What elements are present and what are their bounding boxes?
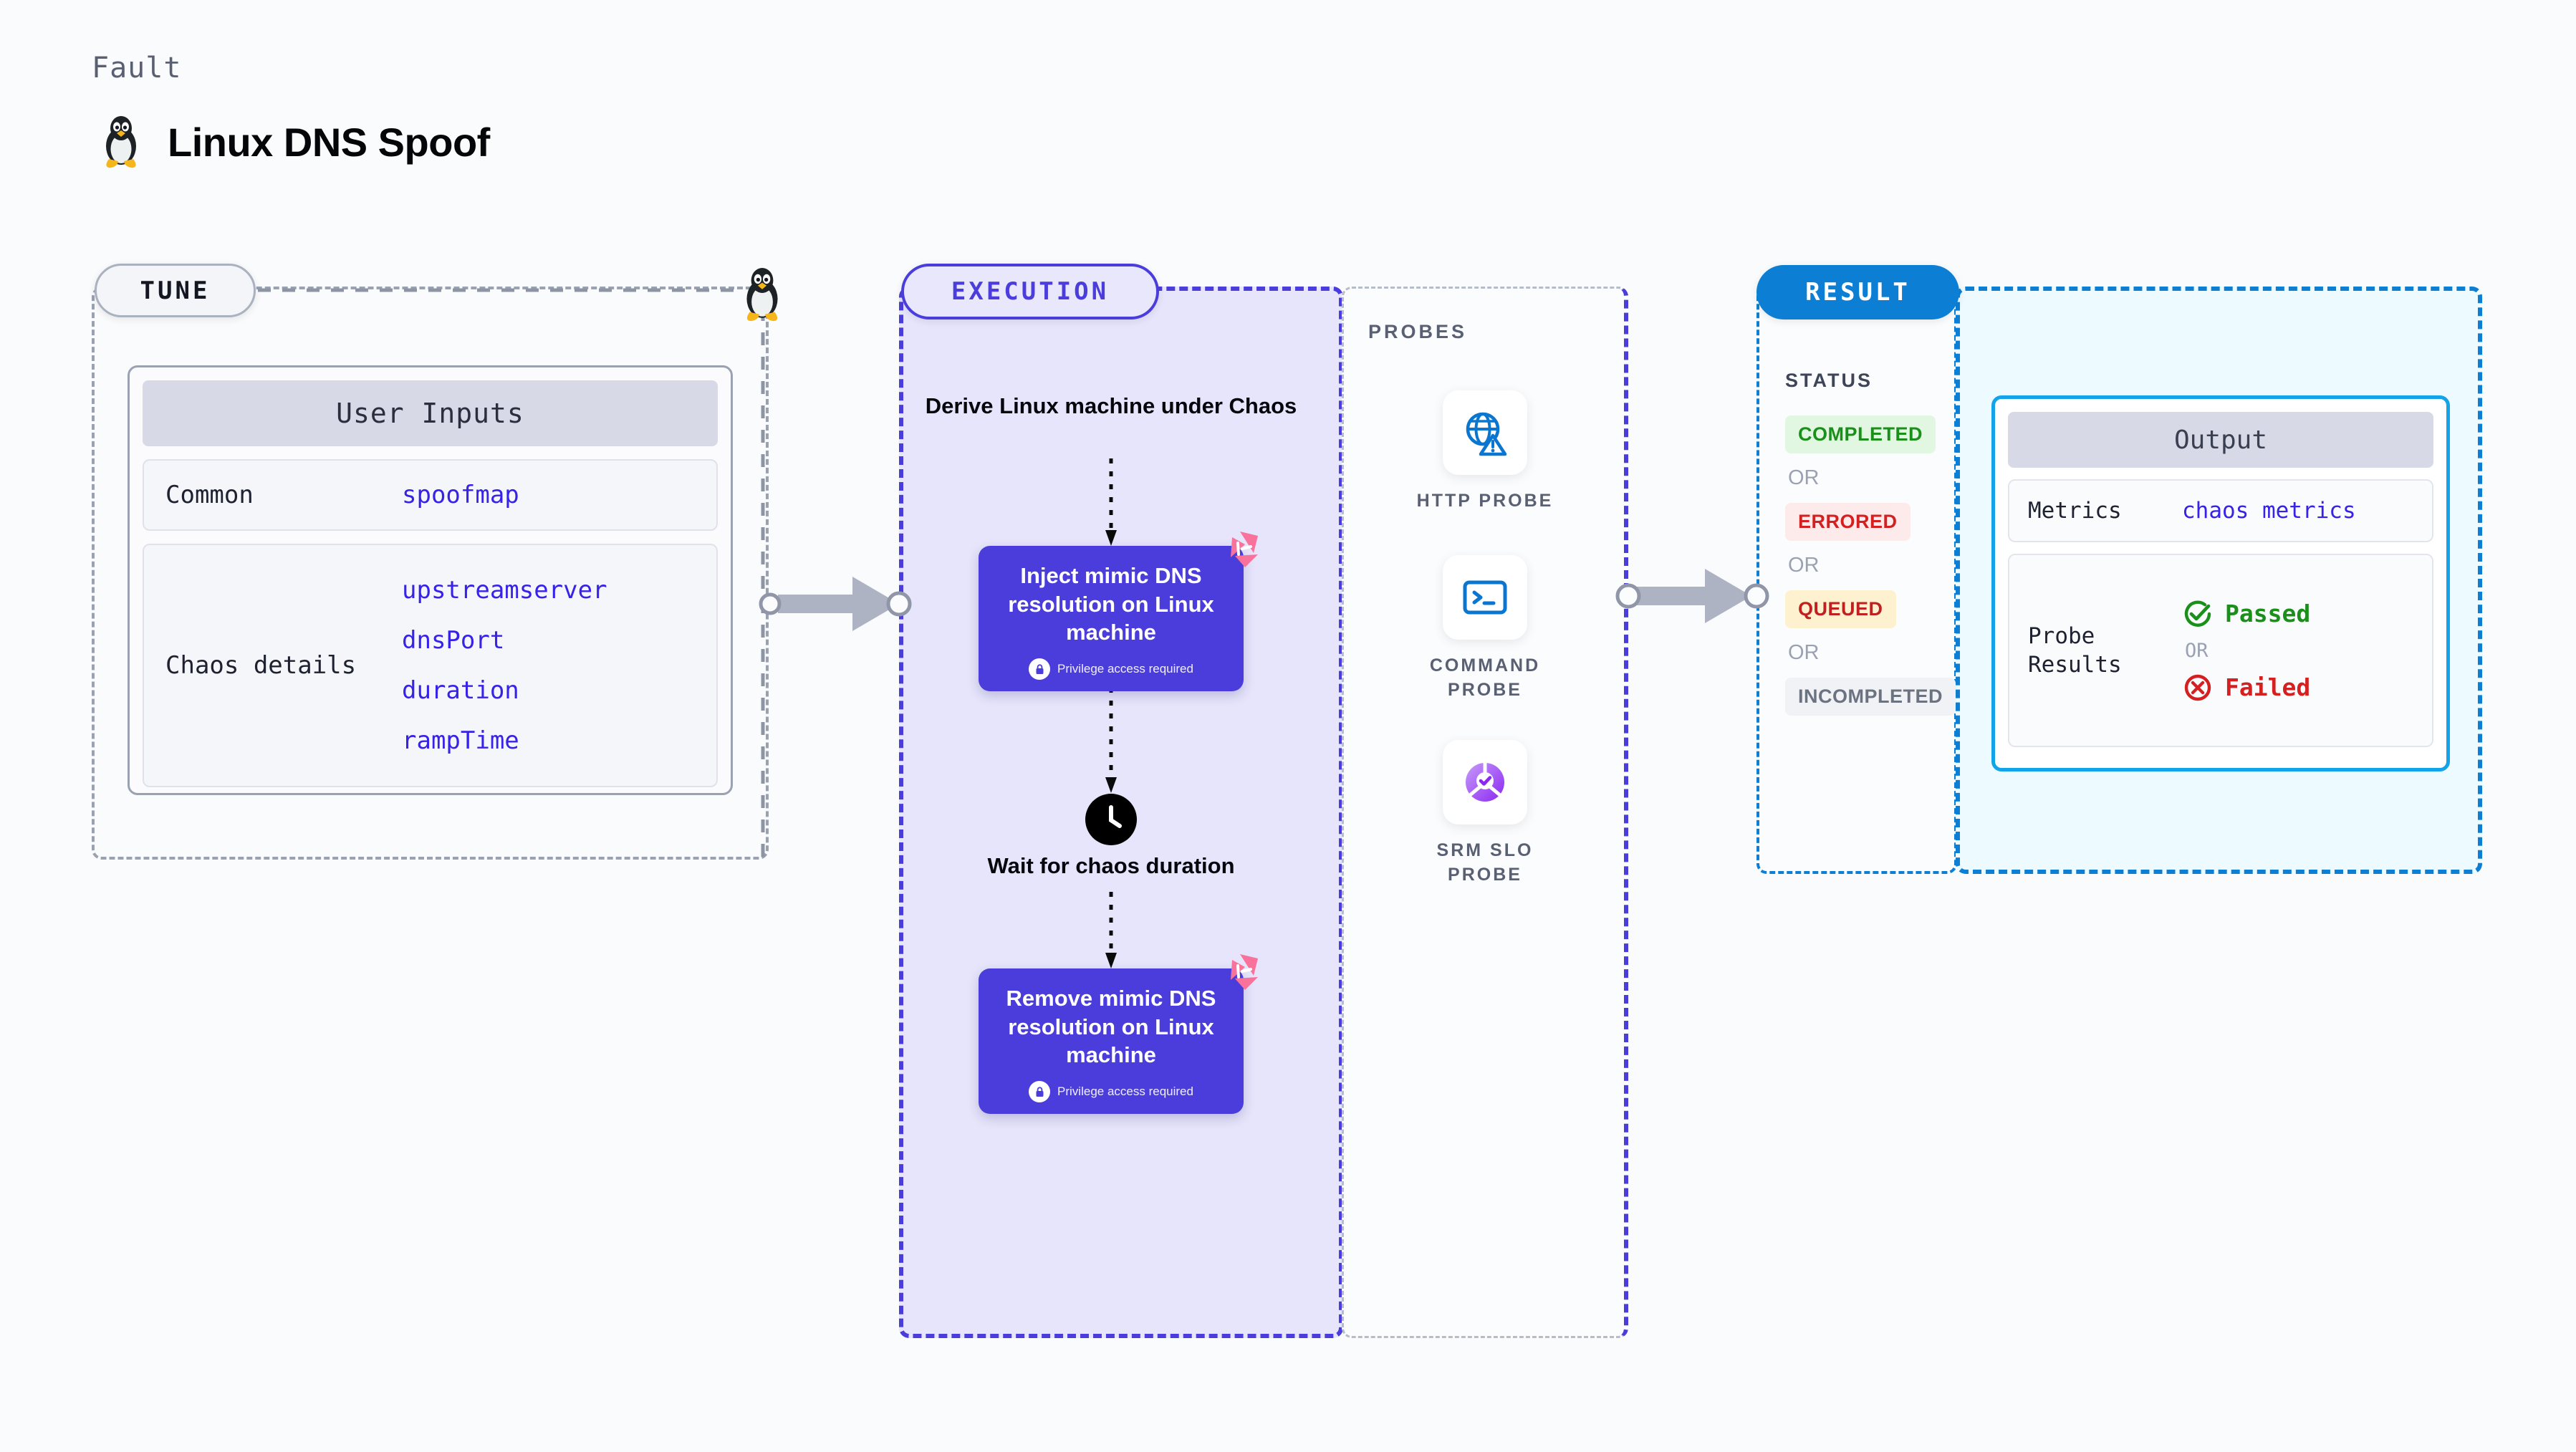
linux-tux-connector-icon [739, 266, 785, 322]
probe-command[interactable]: COMMAND PROBE [1399, 555, 1571, 703]
tune-row-label: Chaos details [165, 651, 357, 680]
or-label: OR [1788, 466, 1820, 489]
tune-param[interactable]: spoofmap [402, 481, 519, 509]
status-badge-completed: COMPLETED [1785, 415, 1936, 453]
status-label: STATUS [1785, 370, 1873, 391]
output-title: Output [2008, 412, 2433, 468]
tune-param[interactable]: upstreamserver [402, 576, 607, 605]
tune-row-common: Common spoofmap [143, 459, 718, 531]
node-title: Inject mimic DNS resolution on Linux mac… [1008, 563, 1214, 645]
metrics-value[interactable]: chaos metrics [2182, 498, 2356, 524]
metrics-label: Metrics [2028, 498, 2122, 524]
probe-results-label: Probe Results [2028, 623, 2122, 678]
lock-icon [1029, 658, 1051, 681]
privilege-badge-text: Privilege access required [1057, 1085, 1193, 1099]
linux-tux-icon [99, 115, 143, 169]
probe-result-failed: Failed [2182, 672, 2310, 703]
clock-icon [1085, 794, 1137, 845]
probe-srm-slo[interactable]: SRM SLO PROBE [1399, 740, 1571, 888]
stage-pill-result[interactable]: RESULT [1756, 265, 1959, 319]
status-badge-errored: ERRORED [1785, 503, 1911, 541]
tune-row-label: Common [165, 481, 254, 509]
output-row-probe-results: Probe Results Passed OR [2008, 554, 2433, 748]
arrow-probes-to-result [1615, 569, 1769, 623]
user-inputs-card: User Inputs Common spoofmap Chaos detail… [128, 365, 733, 795]
wait-duration-text: Wait for chaos duration [987, 853, 1235, 878]
stage-pill-execution[interactable]: EXECUTION [901, 264, 1159, 319]
tune-panel [92, 287, 769, 860]
node-title: Remove mimic DNS resolution on Linux mac… [1006, 986, 1216, 1068]
probe-label: SRM SLO PROBE [1436, 840, 1534, 885]
output-row-metrics: Metrics chaos metrics [2008, 479, 2433, 543]
tune-param[interactable]: dnsPort [402, 626, 505, 655]
passed-label: Passed [2225, 600, 2311, 628]
inject-fault-node[interactable]: Inject mimic DNS resolution on Linux mac… [979, 532, 1258, 692]
slo-gauge-check-icon [1443, 740, 1527, 824]
stage-pill-tune[interactable]: TUNE [95, 264, 256, 317]
probe-label: HTTP PROBE [1416, 491, 1554, 511]
check-circle-icon [2182, 598, 2214, 630]
output-card: Output Metrics chaos metrics Probe Resul… [1991, 395, 2450, 771]
probe-http[interactable]: HTTP PROBE [1399, 390, 1571, 514]
x-circle-icon [2182, 672, 2214, 703]
privilege-badge-text: Privilege access required [1057, 662, 1193, 676]
terminal-icon [1443, 555, 1527, 640]
arrow-tune-to-execution [759, 577, 912, 631]
probe-result-passed: Passed [2182, 598, 2310, 630]
derive-machine-text: Derive Linux machine under Chaos [925, 393, 1297, 418]
privilege-badge: Privilege access required [991, 1081, 1231, 1103]
globe-warning-icon [1443, 390, 1527, 475]
privilege-badge: Privilege access required [991, 658, 1231, 681]
status-badge-incompleted: INCOMPLETED [1785, 678, 1956, 716]
or-label: OR [2185, 639, 2209, 662]
lock-icon [1029, 1081, 1051, 1103]
page-title: Linux DNS Spoof [168, 119, 490, 165]
remove-fault-node[interactable]: Remove mimic DNS resolution on Linux mac… [979, 954, 1258, 1115]
failed-label: Failed [2225, 673, 2311, 702]
user-inputs-title: User Inputs [143, 380, 718, 446]
page-kicker: Fault [92, 52, 182, 85]
status-list: COMPLETED OR ERRORED OR QUEUED OR INCOMP… [1785, 415, 1956, 716]
page-title-row: Linux DNS Spoof [99, 115, 490, 169]
status-badge-queued: QUEUED [1785, 590, 1896, 628]
tune-row-chaos-details: Chaos details upstreamserver dnsPort dur… [143, 544, 718, 787]
tune-param[interactable]: rampTime [402, 726, 519, 755]
or-label: OR [1788, 554, 1820, 577]
litmus-logo-icon [1216, 529, 1261, 573]
probe-label: COMMAND PROBE [1429, 655, 1541, 700]
or-label: OR [1788, 641, 1820, 664]
probes-label: PROBES [1368, 321, 1468, 342]
litmus-logo-icon [1216, 951, 1261, 996]
tune-param[interactable]: duration [402, 676, 519, 705]
